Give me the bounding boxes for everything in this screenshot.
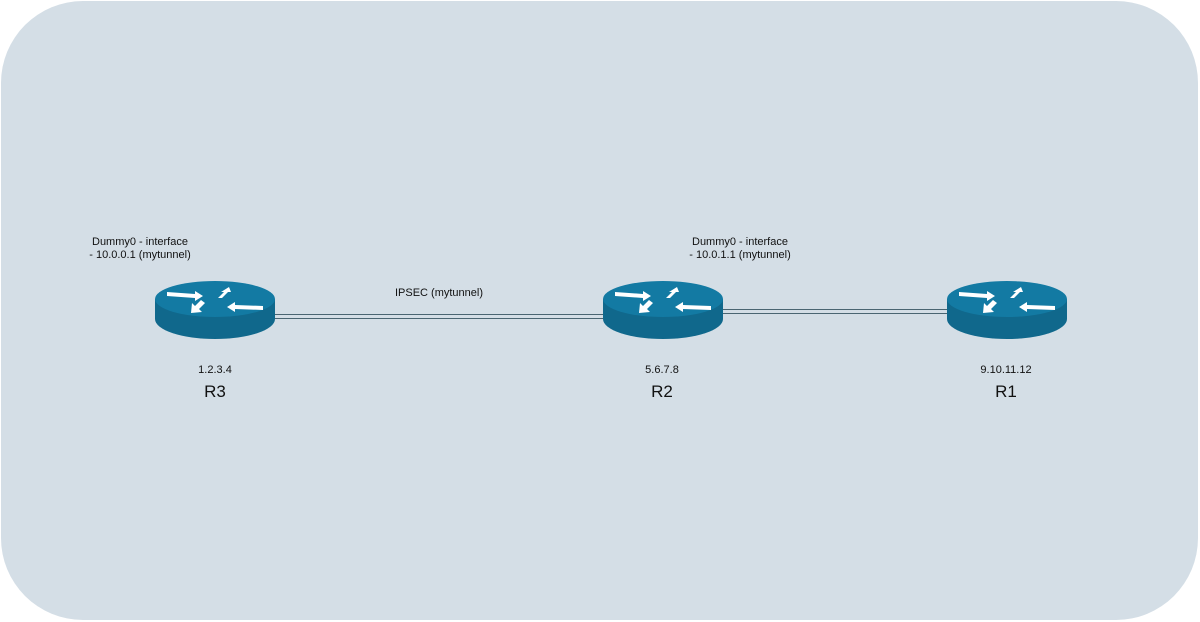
router-icon (947, 281, 1067, 339)
router-name-r3: R3 (204, 382, 226, 401)
router-r2[interactable] (603, 281, 723, 341)
link-r2-r1 (722, 309, 948, 314)
ip-label-r3: 1.2.3.4 (198, 364, 232, 376)
interface-label-r3-line1: Dummy0 - interface (92, 236, 188, 248)
link-label-ipsec: IPSEC (mytunnel) (394, 287, 484, 299)
interface-label-r3-line2: - 10.0.0.1 (mytunnel) (89, 249, 191, 261)
interface-label-r2-line1: Dummy0 - interface (692, 236, 788, 248)
router-r3[interactable] (155, 281, 275, 341)
ip-label-r2: 5.6.7.8 (645, 364, 679, 376)
link-r3-r2 (275, 314, 603, 319)
router-icon (603, 281, 723, 339)
interface-label-r3: Dummy0 - interface - 10.0.0.1 (mytunnel) (80, 236, 200, 262)
interface-label-r2: Dummy0 - interface - 10.0.1.1 (mytunnel) (680, 236, 800, 262)
router-icon (155, 281, 275, 339)
router-name-r2: R2 (651, 382, 673, 401)
ip-label-r1: 9.10.11.12 (980, 364, 1032, 376)
router-name-r1: R1 (995, 382, 1017, 401)
interface-label-r2-line2: - 10.0.1.1 (mytunnel) (689, 249, 791, 261)
router-r1[interactable] (947, 281, 1067, 341)
